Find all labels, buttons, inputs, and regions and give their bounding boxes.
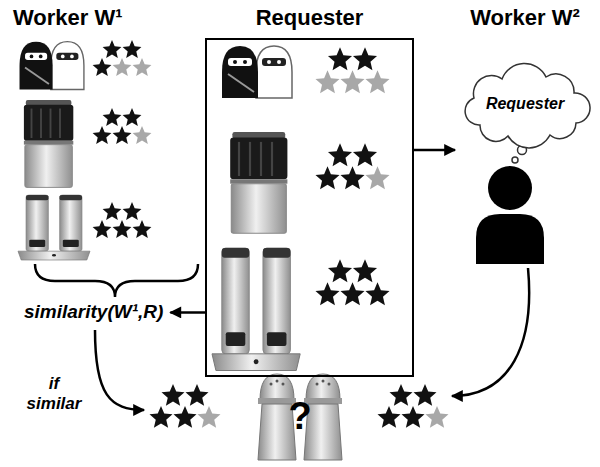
star-rating bbox=[93, 202, 152, 238]
star-rating bbox=[328, 143, 352, 166]
star-rating bbox=[353, 47, 377, 70]
star-rating bbox=[315, 70, 339, 93]
product-image bbox=[20, 42, 84, 90]
star-rating bbox=[103, 108, 122, 126]
bubble-text: Requester bbox=[486, 94, 564, 113]
thought-tail bbox=[512, 157, 518, 163]
person-icon bbox=[488, 166, 532, 210]
star-rating bbox=[365, 70, 389, 93]
product-image bbox=[230, 132, 287, 233]
product-image bbox=[18, 195, 90, 260]
star-rating bbox=[425, 406, 448, 428]
box-heading: Requester bbox=[256, 5, 364, 31]
star-rating bbox=[103, 202, 122, 220]
star-rating bbox=[340, 282, 364, 305]
thought-bubble: Requester bbox=[458, 65, 592, 143]
star-rating bbox=[173, 406, 196, 428]
star-rating bbox=[93, 108, 152, 144]
star-rating bbox=[401, 406, 424, 428]
worker-column: Worker W² Requester bbox=[455, 5, 595, 267]
product-image bbox=[212, 248, 300, 371]
star-rating bbox=[113, 220, 132, 238]
condition-label: if similar bbox=[24, 374, 84, 415]
flow-arrow bbox=[170, 311, 205, 314]
star-rating bbox=[93, 220, 112, 238]
person-icon bbox=[476, 214, 544, 264]
star-rating bbox=[197, 406, 220, 428]
cloud-shape bbox=[465, 64, 590, 148]
star-rating bbox=[365, 282, 389, 305]
flow-arrow bbox=[452, 268, 529, 396]
star-rating bbox=[315, 47, 389, 93]
column-heading: Worker W² bbox=[470, 5, 580, 31]
star-rating bbox=[353, 259, 377, 282]
star-rating bbox=[133, 126, 152, 144]
star-rating bbox=[93, 40, 152, 76]
star-rating bbox=[353, 143, 377, 166]
person-icon bbox=[476, 166, 544, 264]
requester-box: Requester bbox=[205, 5, 414, 377]
star-rating bbox=[315, 282, 339, 305]
star-rating bbox=[389, 384, 412, 406]
star-rating bbox=[377, 384, 448, 428]
similarity-label: similarity(W¹,R) bbox=[24, 301, 163, 324]
curly-brace bbox=[35, 264, 198, 297]
star-rating bbox=[123, 202, 142, 220]
star-rating bbox=[185, 384, 208, 406]
star-rating bbox=[365, 166, 389, 189]
star-rating bbox=[413, 384, 436, 406]
star-rating bbox=[315, 143, 389, 189]
star-rating bbox=[123, 40, 142, 58]
star-rating bbox=[133, 58, 152, 76]
flow-arrow bbox=[414, 149, 455, 152]
star-rating bbox=[377, 406, 400, 428]
star-rating bbox=[340, 166, 364, 189]
star-rating bbox=[133, 220, 152, 238]
star-rating bbox=[123, 108, 142, 126]
product-image bbox=[222, 46, 292, 98]
star-rating bbox=[315, 166, 339, 189]
star-rating bbox=[113, 58, 132, 76]
star-rating bbox=[328, 47, 352, 70]
question-mark: ? bbox=[286, 394, 314, 440]
star-rating bbox=[149, 406, 172, 428]
star-rating bbox=[93, 126, 112, 144]
star-rating bbox=[161, 384, 184, 406]
product-image bbox=[24, 100, 73, 187]
star-rating bbox=[93, 58, 112, 76]
box-border bbox=[205, 38, 414, 377]
star-rating bbox=[149, 384, 220, 428]
flow-arrow bbox=[95, 330, 144, 410]
star-rating bbox=[113, 126, 132, 144]
star-rating bbox=[340, 70, 364, 93]
star-rating bbox=[103, 40, 122, 58]
star-rating bbox=[328, 259, 352, 282]
column-heading: Worker W¹ bbox=[13, 5, 123, 31]
worker-column: Worker W¹ bbox=[5, 5, 200, 260]
star-rating bbox=[315, 259, 389, 305]
